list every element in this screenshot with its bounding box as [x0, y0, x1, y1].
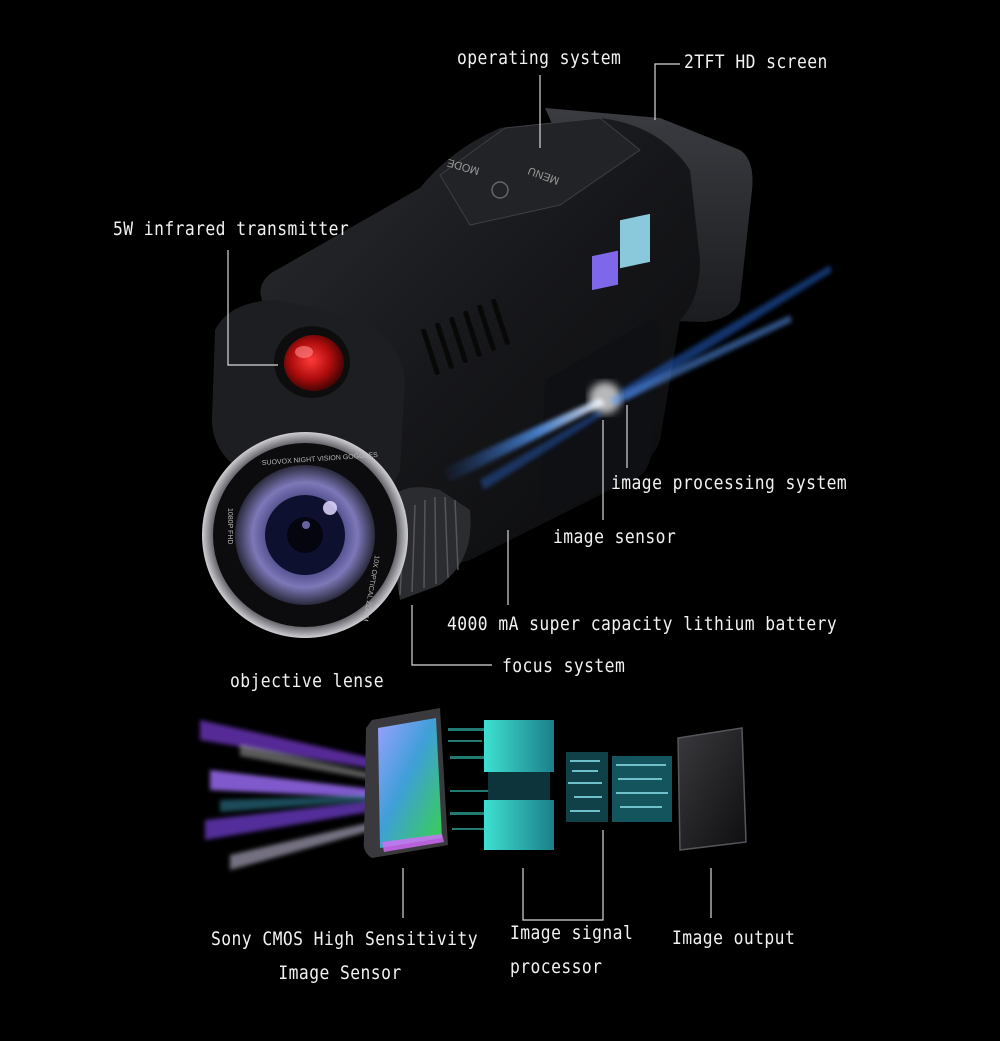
label-image-processing-system: image processing system — [611, 472, 848, 494]
isp-chip — [484, 720, 554, 850]
label-tft-screen: 2TFT HD screen — [684, 51, 828, 73]
button-panel — [439, 117, 641, 226]
label-focus-system: focus system — [502, 655, 626, 677]
lens-res-text: 1080P FHD — [226, 508, 233, 544]
label-cmos-line1: Sony CMOS High Sensitivity — [211, 928, 478, 950]
label-cmos-sensor: Sony CMOS High Sensitivity Image Sensor — [211, 922, 478, 990]
label-operating-system: operating system — [457, 47, 622, 69]
sensor-chip — [592, 250, 618, 291]
night-vision-monocular: MODE MENU — [202, 108, 832, 638]
label-objective-lense: objective lense — [230, 670, 385, 692]
output-display — [677, 727, 747, 851]
circuit-traces — [566, 752, 672, 822]
leader-lines-top — [227, 63, 680, 666]
objective-lens: SUOVOX NIGHT VISION GOGGLES 10X OPTICAL … — [202, 432, 408, 638]
cmos-sensor — [363, 708, 448, 858]
label-isp-line2: processor — [510, 956, 603, 978]
ir-transmitter — [274, 326, 350, 398]
light-beam — [440, 265, 832, 490]
data-streams — [448, 728, 492, 830]
label-isp-line1: Image signal — [510, 922, 634, 944]
label-cmos-line2: Image Sensor — [278, 962, 402, 984]
label-battery: 4000 mA super capacity lithium battery — [447, 613, 838, 635]
processing-board — [620, 213, 650, 269]
label-image-output: Image output — [672, 927, 796, 949]
vent-slots — [421, 298, 510, 375]
label-image-sensor: image sensor — [553, 526, 677, 548]
imaging-pipeline — [200, 708, 747, 870]
leader-lines-bottom — [402, 830, 712, 921]
label-infrared-transmitter: 5W infrared transmitter — [113, 218, 350, 240]
power-button — [491, 181, 509, 199]
incoming-rays — [200, 720, 380, 870]
